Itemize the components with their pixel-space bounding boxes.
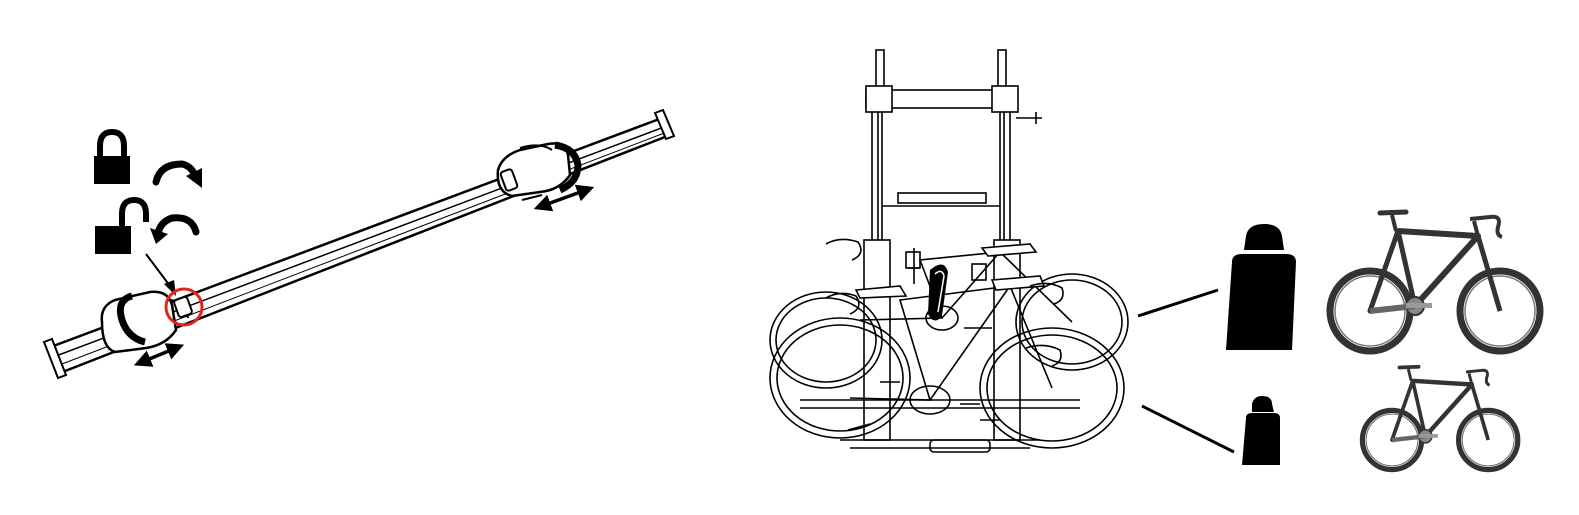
wheel-holder-upper xyxy=(496,141,582,201)
double-arrow-icon xyxy=(133,343,185,367)
connector-line xyxy=(1141,404,1235,454)
pointer-arrow-icon xyxy=(145,253,176,296)
bike-rack-frame xyxy=(800,49,1080,453)
connector-line xyxy=(1137,288,1219,318)
weight-icon xyxy=(1226,224,1296,350)
highlight-circle xyxy=(164,287,204,327)
lock-icon xyxy=(94,128,130,184)
rotate-clockwise-arrow-icon xyxy=(152,160,202,188)
double-arrow-icon xyxy=(533,184,595,212)
mounted-bicycles xyxy=(769,238,1129,449)
wheel-holder-lower xyxy=(100,290,193,354)
unlock-icon xyxy=(95,196,149,254)
bicycle-icon xyxy=(1362,367,1517,470)
bicycle-icon xyxy=(1330,212,1540,351)
weight-icon xyxy=(1242,396,1280,465)
strap-icon xyxy=(928,264,948,321)
rotate-counterclockwise-arrow-icon xyxy=(150,214,200,244)
